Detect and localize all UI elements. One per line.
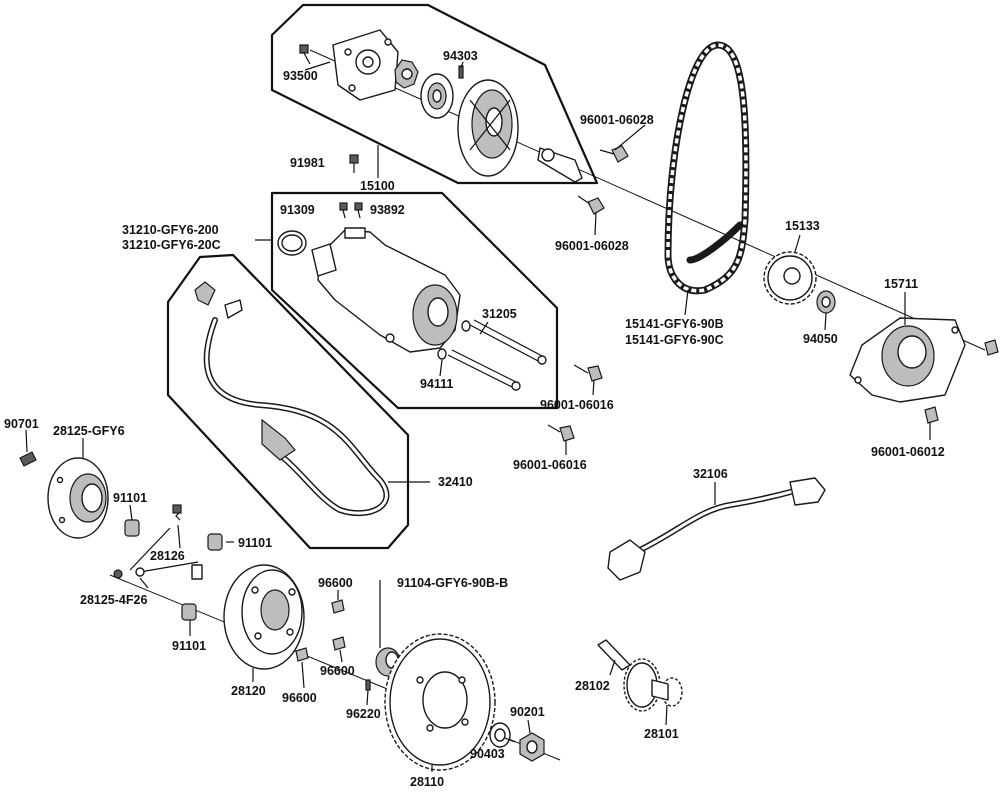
- bearing-plate-28125-gfy6: [47, 457, 109, 539]
- idle-gear-28101: [623, 658, 683, 712]
- bolt-96001-06012-upper: [984, 339, 999, 356]
- label-28125-4f26: 28125-4F26: [80, 593, 147, 607]
- bolt-96001-06016-lower: [547, 424, 575, 442]
- washers-94111: [437, 320, 471, 360]
- bolts-93892: [339, 202, 363, 219]
- starter-gear-small: [394, 59, 419, 89]
- label-28125-gfy6: 28125-GFY6: [53, 424, 125, 438]
- label-31210-gfy6-200: 31210-GFY6-200: [122, 223, 219, 237]
- key-90701: [19, 451, 37, 467]
- label-28126: 28126: [150, 549, 185, 563]
- o-ring-91309: [277, 230, 307, 256]
- driven-gear-28110: [384, 633, 496, 771]
- roller-91101-a: [124, 519, 140, 537]
- bolt-96600-c: [295, 647, 309, 662]
- clutch-outer-flywheel: [457, 79, 519, 177]
- collar-94050: [816, 290, 836, 314]
- starter-cable-32410: [194, 281, 390, 517]
- label-96001-06016-upper: 96001-06016: [540, 398, 614, 412]
- label-94303: 94303: [443, 49, 478, 63]
- label-96001-06012: 96001-06012: [871, 445, 945, 459]
- label-90201: 90201: [510, 705, 545, 719]
- spring-caps-28125-4f26: [113, 564, 203, 580]
- bolt-91981: [349, 154, 359, 173]
- bolt-96001-06028-upper: [599, 145, 629, 163]
- label-93500: 93500: [283, 69, 318, 83]
- label-90403: 90403: [470, 747, 505, 761]
- label-90701: 90701: [4, 417, 39, 431]
- pin-94303: [458, 65, 464, 79]
- sensor-wire-32106: [607, 477, 826, 581]
- label-91981: 91981: [290, 156, 325, 170]
- starter-motor: [311, 227, 461, 353]
- label-96001-06028-lower: 96001-06028: [555, 239, 629, 253]
- label-96001-06016-lower: 96001-06016: [513, 458, 587, 472]
- sprocket-15133: [763, 251, 817, 305]
- label-28102: 28102: [575, 679, 610, 693]
- clutch-shaft: [537, 147, 583, 183]
- label-91104-gfy6-90b-b: 91104-GFY6-90B-B: [397, 576, 508, 590]
- cover-15711: [849, 317, 966, 403]
- label-91309: 91309: [280, 203, 315, 217]
- drive-plate-28120: [223, 564, 305, 670]
- label-96600-a: 96600: [318, 576, 353, 590]
- label-96001-06028-upper: 96001-06028: [580, 113, 654, 127]
- starter-clutch-plate: [332, 29, 399, 101]
- label-15133: 15133: [785, 219, 820, 233]
- label-96600-c: 96600: [282, 691, 317, 705]
- pin-96220: [365, 679, 371, 691]
- bolt-96001-06012-lower: [924, 406, 939, 424]
- label-91101-a: 91101: [113, 491, 147, 505]
- bolt-96600-b: [332, 636, 346, 651]
- leader-lines: [25, 61, 931, 772]
- starter-clutch-group-outline: [270, 3, 599, 185]
- label-32106: 32106: [693, 467, 728, 481]
- label-93892: 93892: [370, 203, 405, 217]
- battery-cable-group-outline: [166, 253, 410, 550]
- starter-motor-group-outline: [270, 191, 559, 410]
- label-15141-gfy6-90c: 15141-GFY6-90C: [625, 333, 724, 347]
- label-15711: 15711: [884, 277, 918, 291]
- label-31210-gfy6-20c: 31210-GFY6-20C: [122, 238, 221, 252]
- label-32410: 32410: [438, 475, 473, 489]
- one-way-clutch: [420, 73, 454, 119]
- label-91101-b: 91101: [238, 536, 272, 550]
- label-96220: 96220: [346, 707, 381, 721]
- label-28120: 28120: [231, 684, 266, 698]
- label-31205: 31205: [482, 307, 517, 321]
- label-94050: 94050: [803, 332, 838, 346]
- roller-91101-c: [181, 603, 197, 621]
- washer-90403: [489, 722, 511, 748]
- label-28101: 28101: [644, 727, 679, 741]
- label-28110: 28110: [410, 775, 444, 789]
- through-bolts-31205: [447, 319, 547, 391]
- label-91101-c: 91101: [172, 639, 206, 653]
- label-96600-b: 96600: [320, 664, 355, 678]
- cam-chain-15141: [664, 41, 750, 295]
- bolt-96600-a: [331, 599, 345, 614]
- spring-28126: [129, 504, 199, 573]
- bolt-96001-06028-lower: [577, 195, 605, 215]
- bolt-93500: [299, 44, 311, 65]
- roller-91101-b: [207, 533, 223, 551]
- idle-shaft-28102: [597, 639, 631, 671]
- label-15100: 15100: [360, 179, 395, 193]
- label-15141-gfy6-90b: 15141-GFY6-90B: [625, 317, 724, 331]
- nut-90201: [519, 732, 545, 762]
- label-94111: 94111: [420, 377, 453, 391]
- bolt-96001-06016-upper: [573, 364, 603, 382]
